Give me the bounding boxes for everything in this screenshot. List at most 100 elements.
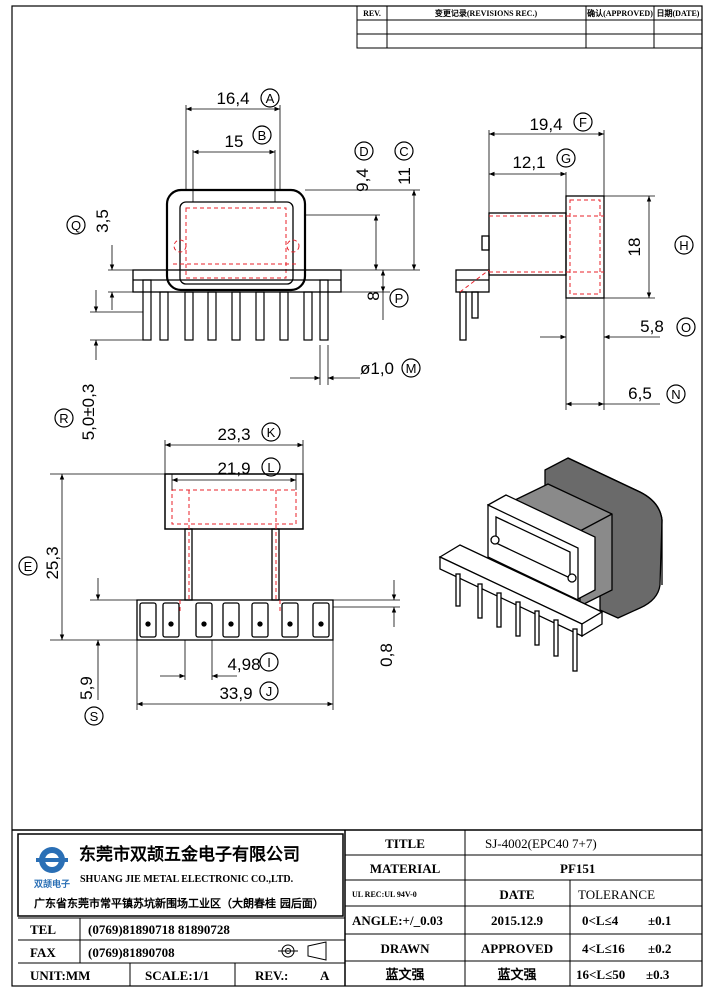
dim-h-letter: H — [679, 238, 688, 253]
logo-text: 双颉电子 — [34, 878, 70, 890]
revision-table: REV. 变更记录(REVISIONS REC.) 确认(APPROVED) 日… — [356, 5, 703, 49]
dim-e-value: 25,3 — [43, 546, 62, 579]
tel-value: (0769)81890718 81890728 — [88, 922, 230, 937]
company-logo: 双颉电子 — [34, 847, 70, 890]
dim-n-balloon — [666, 384, 686, 404]
dim-j-value: 33,9 — [219, 684, 252, 703]
tolerance-label: TOLERANCE — [578, 887, 655, 902]
dim-d-letter: D — [359, 144, 368, 159]
rev-header-rev: REV. — [363, 9, 381, 18]
dim-m-letter: M — [406, 361, 417, 376]
dim-s-letter: S — [90, 709, 99, 724]
dim-a-balloon — [260, 88, 280, 108]
isometric-view — [438, 457, 663, 672]
dim-pin-height-value: 0,8 — [377, 643, 396, 667]
ul-label: UL REC:UL 94V-0 — [352, 890, 417, 899]
tol2-value: ±0.2 — [648, 941, 671, 956]
company-address: 广东省东莞市常平镇苏坑新围场工业区（大朗春桂 园后面） — [34, 896, 324, 910]
dim-b-letter: B — [258, 128, 267, 143]
dim-q-letter: Q — [71, 218, 81, 233]
dim-i-balloon — [259, 652, 279, 672]
dim-d-value: 9,4 — [353, 168, 372, 192]
drawn-label: DRAWN — [380, 941, 430, 956]
dim-m-balloon — [401, 358, 421, 378]
company-name-en: SHUANG JIE METAL ELECTRONIC CO.,LTD. — [80, 874, 294, 885]
rev-header-rec: 变更记录(REVISIONS REC.) — [435, 8, 538, 18]
approved-label: APPROVED — [481, 941, 553, 956]
front-view — [90, 105, 420, 385]
dim-s-balloon — [84, 706, 104, 726]
dim-g-value: 12,1 — [512, 153, 545, 172]
dim-l-value: 21,9 — [217, 459, 250, 478]
tol1-range: 0<L≤4 — [582, 913, 619, 928]
dim-e-balloon — [18, 556, 38, 576]
dim-k-letter: K — [267, 425, 276, 440]
dim-o-letter: O — [681, 320, 691, 335]
dim-c-letter: C — [399, 144, 408, 159]
fax-label: FAX — [30, 945, 56, 960]
dim-r-value: 5,0±0,3 — [79, 384, 98, 441]
fax-value: (0769)81890708 — [88, 945, 175, 960]
rev-header-date: 日期(DATE) — [657, 8, 700, 18]
dim-c-value: 11 — [395, 167, 414, 185]
material-value: PF151 — [560, 861, 595, 876]
dim-r-balloon — [54, 408, 74, 428]
dim-e-letter: E — [24, 559, 33, 574]
dim-j-balloon — [259, 681, 279, 701]
scale-label: SCALE:1/1 — [145, 968, 209, 983]
dim-i-value: 4,98 — [227, 655, 260, 674]
dim-a-letter: A — [266, 91, 275, 106]
bottom-view — [50, 440, 400, 710]
unit-label: UNIT:MM — [30, 968, 90, 983]
dim-o-value: 5,8 — [640, 317, 664, 336]
tel-label: TEL — [30, 922, 56, 937]
approved-name: 蓝文强 — [497, 967, 536, 983]
dim-q-value: 3,5 — [93, 209, 112, 233]
dim-a-value: 16,4 — [216, 89, 249, 108]
dim-l-letter: L — [267, 460, 274, 475]
angle-label: ANGLE:+/_0.03 — [352, 913, 443, 928]
dim-m-value: ø1,0 — [360, 359, 394, 378]
dim-f-value: 19,4 — [529, 115, 562, 134]
date-value: 2015.12.9 — [491, 913, 544, 928]
dim-p-letter: P — [395, 291, 404, 306]
dim-d-balloon — [354, 141, 374, 161]
dim-f-letter: F — [579, 115, 587, 130]
tol1-value: ±0.1 — [648, 913, 671, 928]
company-name-cn: 东莞市双颉五金电子有限公司 — [79, 844, 300, 865]
drawn-name: 蓝文强 — [385, 967, 424, 983]
dim-p-balloon — [389, 288, 409, 308]
dim-r-letter: R — [59, 411, 68, 426]
title-label: TITLE — [385, 836, 425, 851]
title-value: SJ-4002(EPC40 7+7) — [485, 836, 597, 851]
tol3-value: ±0.3 — [646, 967, 670, 982]
dim-l-balloon — [261, 457, 281, 477]
title-block — [12, 829, 702, 986]
dim-o-balloon — [676, 317, 696, 337]
dim-g-letter: G — [561, 151, 571, 166]
rev-label: REV.: — [255, 968, 288, 983]
dim-q-balloon — [66, 215, 86, 235]
dim-h-value: 18 — [625, 238, 644, 257]
dim-j-letter: J — [266, 684, 273, 699]
dim-b-balloon — [252, 125, 272, 145]
dim-h-balloon — [674, 235, 694, 255]
dim-n-letter: N — [671, 387, 680, 402]
dim-c-balloon — [394, 141, 414, 161]
side-view — [455, 130, 660, 410]
dim-b-value: 15 — [225, 132, 244, 151]
rev-value: A — [320, 968, 330, 983]
tol3-range: 16<L≤50 — [576, 967, 625, 982]
dim-s-value: 5,9 — [77, 676, 96, 700]
date-label: DATE — [499, 887, 534, 902]
tol2-range: 4<L≤16 — [582, 941, 625, 956]
dim-n-value: 6,5 — [628, 384, 652, 403]
dim-f-balloon — [573, 112, 593, 132]
material-label: MATERIAL — [370, 861, 441, 876]
dim-i-letter: I — [267, 655, 271, 670]
dim-k-value: 23,3 — [217, 425, 250, 444]
dim-g-balloon — [556, 148, 576, 168]
rev-header-approved: 确认(APPROVED) — [587, 8, 653, 18]
dim-p-value: 8 — [364, 291, 383, 300]
